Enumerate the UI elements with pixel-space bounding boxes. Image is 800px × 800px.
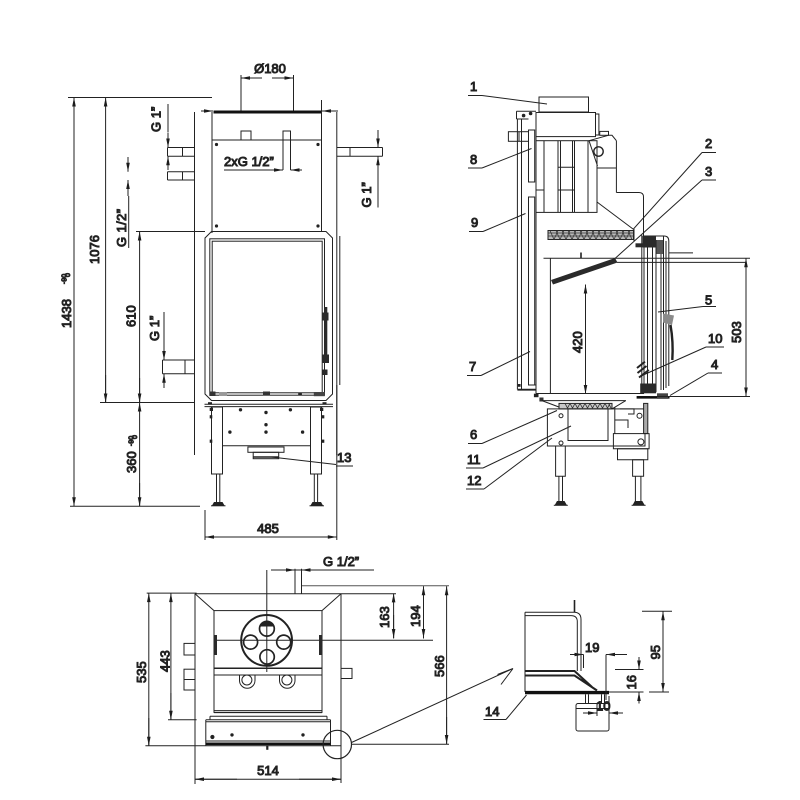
svg-text:566: 566 bbox=[432, 655, 447, 677]
svg-text:1076: 1076 bbox=[87, 235, 102, 264]
svg-text:485: 485 bbox=[257, 521, 279, 536]
svg-text:16: 16 bbox=[624, 675, 639, 689]
svg-text:10: 10 bbox=[708, 331, 722, 346]
svg-text:420: 420 bbox=[570, 331, 585, 353]
svg-text:14: 14 bbox=[485, 704, 499, 719]
svg-text:9: 9 bbox=[471, 215, 478, 230]
svg-text:514: 514 bbox=[257, 763, 279, 778]
svg-text:194: 194 bbox=[408, 605, 423, 627]
svg-text:5: 5 bbox=[705, 293, 712, 308]
svg-text:360: 360 bbox=[124, 451, 139, 473]
svg-text:503: 503 bbox=[729, 321, 744, 343]
svg-text:12: 12 bbox=[467, 473, 481, 488]
svg-text:4: 4 bbox=[711, 357, 718, 372]
svg-text:-90: -90 bbox=[62, 274, 69, 284]
svg-text:10: 10 bbox=[596, 699, 610, 714]
svg-text:0: 0 bbox=[132, 435, 139, 439]
svg-text:2xG 1/2”: 2xG 1/2” bbox=[224, 154, 274, 169]
svg-text:6: 6 bbox=[470, 427, 477, 442]
svg-text:7: 7 bbox=[469, 359, 476, 374]
svg-text:535: 535 bbox=[134, 661, 149, 683]
svg-text:11: 11 bbox=[467, 452, 481, 467]
svg-text:95: 95 bbox=[648, 645, 663, 659]
svg-text:163: 163 bbox=[377, 606, 392, 628]
svg-text:G 1/2”: G 1/2” bbox=[114, 208, 129, 247]
svg-text:610: 610 bbox=[124, 305, 139, 327]
svg-text:G 1”: G 1” bbox=[149, 107, 164, 132]
svg-text:1: 1 bbox=[470, 79, 477, 94]
svg-text:Ø180: Ø180 bbox=[254, 61, 286, 76]
svg-text:G 1”: G 1” bbox=[359, 182, 374, 207]
svg-text:G 1”: G 1” bbox=[147, 316, 162, 341]
svg-text:-90: -90 bbox=[129, 436, 136, 446]
svg-text:1438: 1438 bbox=[59, 299, 74, 328]
svg-text:8: 8 bbox=[470, 152, 477, 167]
svg-text:G 1/2”: G 1/2” bbox=[323, 554, 359, 569]
svg-text:19: 19 bbox=[585, 640, 599, 655]
svg-text:13: 13 bbox=[337, 450, 351, 465]
svg-text:3: 3 bbox=[705, 164, 712, 179]
svg-text:2: 2 bbox=[705, 136, 712, 151]
svg-text:443: 443 bbox=[158, 650, 173, 672]
svg-text:0: 0 bbox=[65, 273, 72, 277]
